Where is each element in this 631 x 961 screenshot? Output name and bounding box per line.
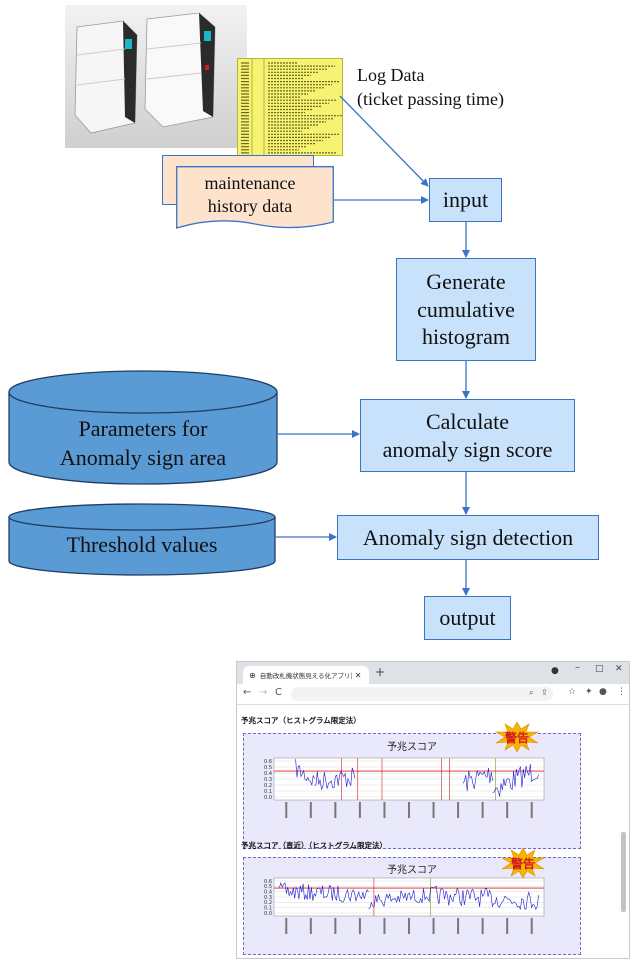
x-tick-label: [309, 918, 312, 934]
score-series: [295, 759, 315, 786]
anomaly-detection-box: Anomaly sign detection: [337, 515, 599, 560]
log-data-label: Log Data (ticket passing time): [357, 65, 504, 110]
star-icon[interactable]: ☆: [568, 687, 577, 697]
arrow-log-to-input: [339, 95, 429, 187]
x-tick-label: [358, 802, 361, 818]
x-tick-label: [408, 918, 410, 934]
maximize-icon[interactable]: □: [595, 664, 604, 674]
y-tick-label: 0.2: [264, 900, 272, 906]
x-tick-label: [334, 918, 337, 934]
maintenance-label: maintenance history data: [204, 173, 296, 217]
input-box: input: [429, 178, 502, 222]
x-tick-label: [481, 802, 484, 818]
x-tick-label: [408, 802, 410, 818]
globe-icon: ⊕: [249, 670, 256, 680]
back-icon[interactable]: ←: [243, 687, 252, 698]
chart1-title: 予兆スコア: [387, 742, 437, 753]
chart2-title: 予兆スコア: [387, 865, 437, 876]
y-tick-label: 0.2: [264, 783, 272, 789]
x-tick-label: [285, 802, 288, 818]
minimize-icon[interactable]: –: [575, 662, 580, 673]
parameters-label: Parameters for Anomaly sign area: [59, 416, 227, 470]
x-tick-label: [334, 802, 337, 818]
log-data-document: [237, 58, 343, 156]
tab-strip: ⊕ 自動改札機状態見える化アプリ試作 ✕ + ● – □ ✕: [237, 662, 629, 684]
y-tick-label: 0.3: [264, 895, 272, 901]
y-tick-label: 0.1: [264, 789, 272, 795]
score-series: [430, 885, 539, 911]
close-window-icon[interactable]: ✕: [615, 664, 623, 674]
parameters-database: Parameters for Anomaly sign area: [8, 370, 278, 488]
warning-badge-1: 警告: [495, 722, 539, 752]
score-series: [368, 888, 431, 909]
y-tick-label: 0.4: [264, 771, 272, 777]
x-tick-label: [383, 918, 386, 934]
scrollbar[interactable]: [621, 832, 626, 912]
y-tick-label: 0.1: [264, 905, 272, 911]
extensions-icon[interactable]: ✦: [585, 687, 593, 697]
share-icon[interactable]: ⇪: [541, 688, 548, 697]
browser-tab[interactable]: ⊕ 自動改札機状態見える化アプリ試作 ✕: [243, 666, 369, 684]
browser-window: ⊕ 自動改札機状態見える化アプリ試作 ✕ + ● – □ ✕ ← → C ⌕ ⇪…: [236, 661, 630, 959]
zoom-icon[interactable]: ⌕: [529, 688, 534, 697]
y-tick-label: 0.0: [264, 795, 272, 801]
section1-title: 予兆スコア（ヒストグラム限定法）: [241, 716, 361, 725]
account-circle-icon[interactable]: ●: [551, 666, 559, 676]
profile-icon[interactable]: ●: [599, 687, 607, 697]
x-tick-label: [432, 802, 435, 818]
x-tick-label: [285, 918, 288, 934]
x-tick-label: [506, 918, 509, 934]
address-bar[interactable]: [291, 687, 553, 701]
threshold-database: Threshold values: [8, 503, 276, 577]
new-tab-icon[interactable]: +: [375, 665, 386, 679]
y-tick-label: 0.0: [264, 911, 272, 917]
y-tick-label: 0.6: [264, 759, 272, 765]
section2-title: 予兆スコア（直近）（ヒストグラム限定法）: [241, 841, 388, 850]
x-tick-label: [358, 918, 361, 934]
menu-icon[interactable]: ⋮: [617, 687, 626, 697]
ticket-gate-photo: [65, 5, 247, 148]
address-toolbar: ← → C ⌕ ⇪ ☆ ✦ ● ⋮: [237, 684, 629, 705]
score-series: [314, 767, 356, 791]
warning-badge-2: 警告: [501, 848, 545, 878]
output-box: output: [424, 596, 511, 640]
y-tick-label: 0.6: [264, 879, 272, 885]
maintenance-doc-front: maintenance history data: [176, 166, 334, 232]
close-tab-icon[interactable]: ✕: [354, 670, 362, 680]
x-tick-label: [530, 802, 533, 818]
score-series: [462, 767, 493, 792]
x-tick-label: [432, 918, 435, 934]
tab-title: 自動改札機状態見える化アプリ試作: [259, 672, 352, 680]
score-series: [492, 763, 539, 797]
x-tick-label: [530, 918, 533, 934]
reload-icon[interactable]: C: [275, 687, 282, 698]
score-series: [279, 882, 369, 903]
x-tick-label: [481, 918, 484, 934]
y-tick-label: 0.4: [264, 889, 272, 895]
x-tick-label: [506, 802, 509, 818]
threshold-label: Threshold values: [66, 532, 218, 557]
y-tick-label: 0.5: [264, 765, 272, 771]
y-tick-label: 0.3: [264, 777, 272, 783]
x-tick-label: [383, 802, 386, 818]
x-tick-label: [457, 918, 460, 934]
x-tick-label: [457, 802, 460, 818]
forward-icon[interactable]: →: [259, 687, 268, 698]
x-tick-label: [309, 802, 312, 818]
y-tick-label: 0.5: [264, 884, 272, 890]
